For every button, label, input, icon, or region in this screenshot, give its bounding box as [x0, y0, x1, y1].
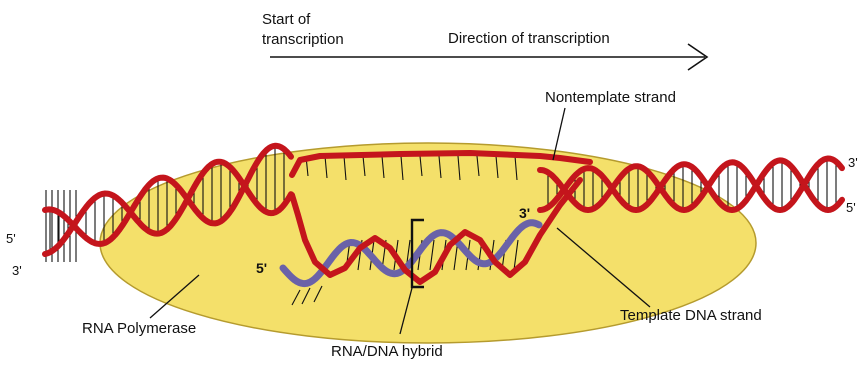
template-label: Template DNA strand [620, 307, 762, 324]
start-label-line1: Start of [262, 11, 311, 28]
left-5-prime: 5' [6, 231, 16, 246]
left-3-prime: 3' [12, 263, 22, 278]
direction-label: Direction of transcription [448, 30, 610, 47]
right-5-prime: 5' [846, 200, 856, 215]
nontemplate-label: Nontemplate strand [545, 89, 676, 106]
polymerase-label: RNA Polymerase [82, 320, 196, 337]
rna-5-prime: 5' [256, 260, 267, 276]
hybrid-label: RNA/DNA hybrid [331, 343, 443, 360]
right-3-prime: 3' [848, 155, 858, 170]
start-label-line2: transcription [262, 31, 344, 48]
template-3-prime: 3' [519, 205, 530, 221]
